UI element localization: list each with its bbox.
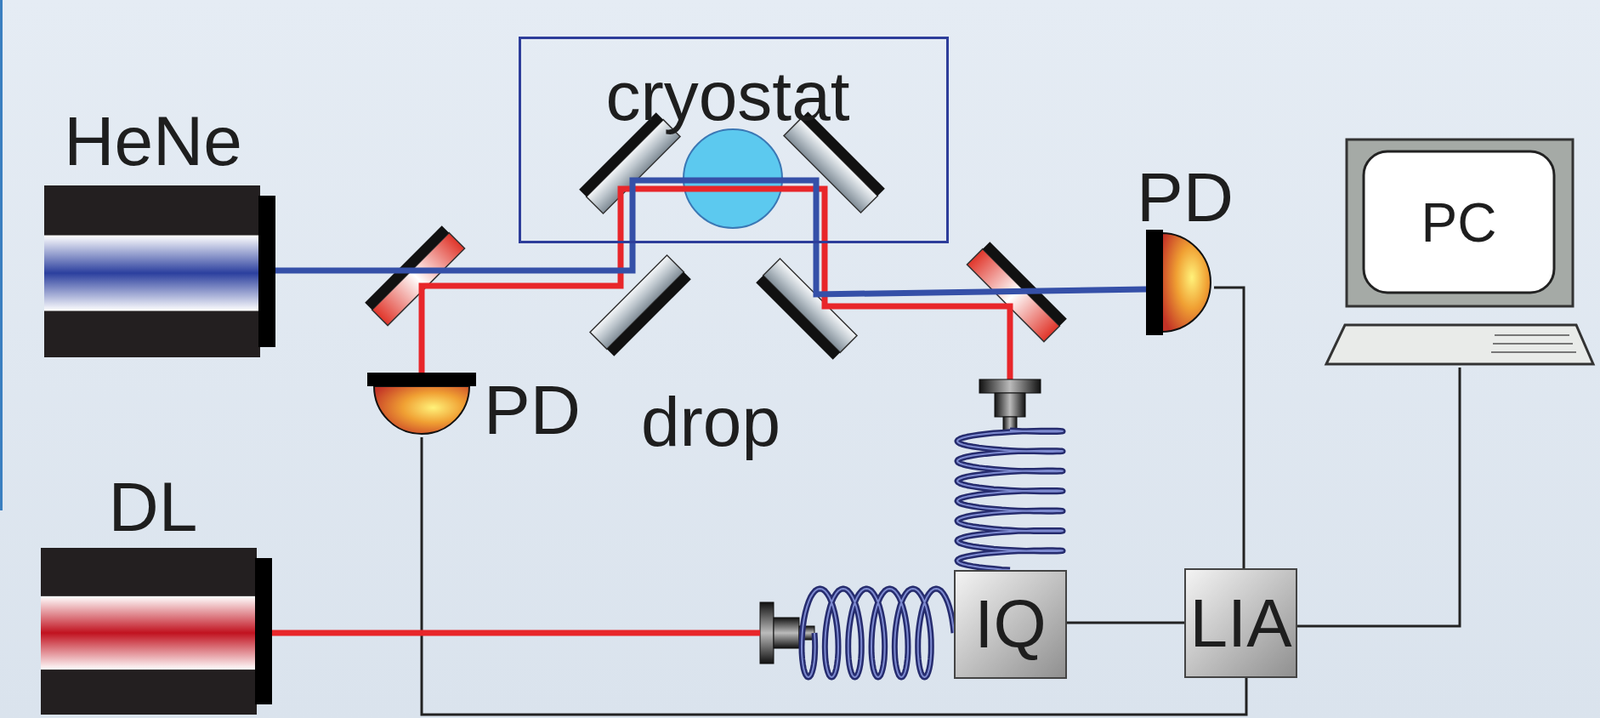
node-shape	[367, 372, 477, 437]
beam-splitter	[364, 225, 465, 325]
node-label: cryostat	[605, 61, 850, 131]
instrument: IQ	[953, 569, 1067, 679]
laser-cap	[258, 195, 276, 347]
fiber-jacket	[801, 588, 954, 677]
laser-beam-window	[40, 595, 257, 670]
optical-fiber	[957, 430, 1063, 570]
laser-body	[40, 547, 257, 715]
node-shape	[40, 547, 273, 715]
photodiode: PD	[367, 372, 477, 437]
photodiode-cap	[367, 372, 477, 386]
node-label: PD	[1136, 162, 1234, 233]
photodiode-dome	[374, 385, 470, 434]
keyboard-keys	[1494, 334, 1570, 336]
monitor	[1346, 139, 1573, 307]
fiber-coupler	[979, 379, 1041, 431]
fiber-jacket	[957, 430, 1063, 570]
laser-fiber-link	[272, 588, 954, 677]
node-shape	[1324, 137, 1595, 368]
keyboard-keys	[1491, 351, 1577, 353]
cryostat-outline	[520, 38, 948, 243]
node-label: PC	[1421, 195, 1498, 250]
instrument: LIA	[1184, 567, 1298, 678]
computer: PC	[1324, 137, 1595, 368]
node-label: IQ	[974, 590, 1046, 659]
instrument-box	[954, 570, 1067, 678]
instrument-box	[1185, 568, 1297, 677]
laser-beam-window	[44, 235, 261, 312]
optical-fiber	[801, 588, 954, 677]
photodiode-dome	[1161, 232, 1211, 332]
red-beam	[272, 629, 761, 636]
blue-beam	[275, 180, 1147, 295]
photodiode: PD	[1146, 229, 1215, 335]
part-label: drop	[641, 386, 781, 457]
laser-cap	[255, 557, 273, 704]
laser: DL	[40, 547, 273, 715]
photodiode-cap	[1146, 229, 1164, 335]
signal-wire	[1214, 287, 1244, 568]
node-label: DL	[108, 471, 199, 542]
keyboard-keys	[1492, 342, 1573, 345]
laser-body	[44, 185, 261, 358]
edge-bar	[0, 0, 3, 511]
node-shape	[44, 185, 276, 358]
red-beam	[421, 188, 1010, 380]
node-label: LIA	[1189, 589, 1292, 658]
laser: HeNe	[44, 185, 276, 358]
optical-fiber	[957, 430, 1063, 570]
node-label: PD	[483, 374, 581, 445]
fiber-core	[957, 430, 1063, 570]
signal-wire	[1297, 367, 1460, 626]
screen	[1363, 151, 1555, 293]
signal-wire	[421, 436, 1247, 715]
fiber-core	[801, 588, 954, 677]
signal-wire	[1066, 621, 1185, 625]
node-shape	[1146, 229, 1215, 335]
cryostat-box: cryostat	[518, 36, 949, 244]
keyboard	[1326, 324, 1594, 364]
node-label: HeNe	[63, 106, 243, 176]
